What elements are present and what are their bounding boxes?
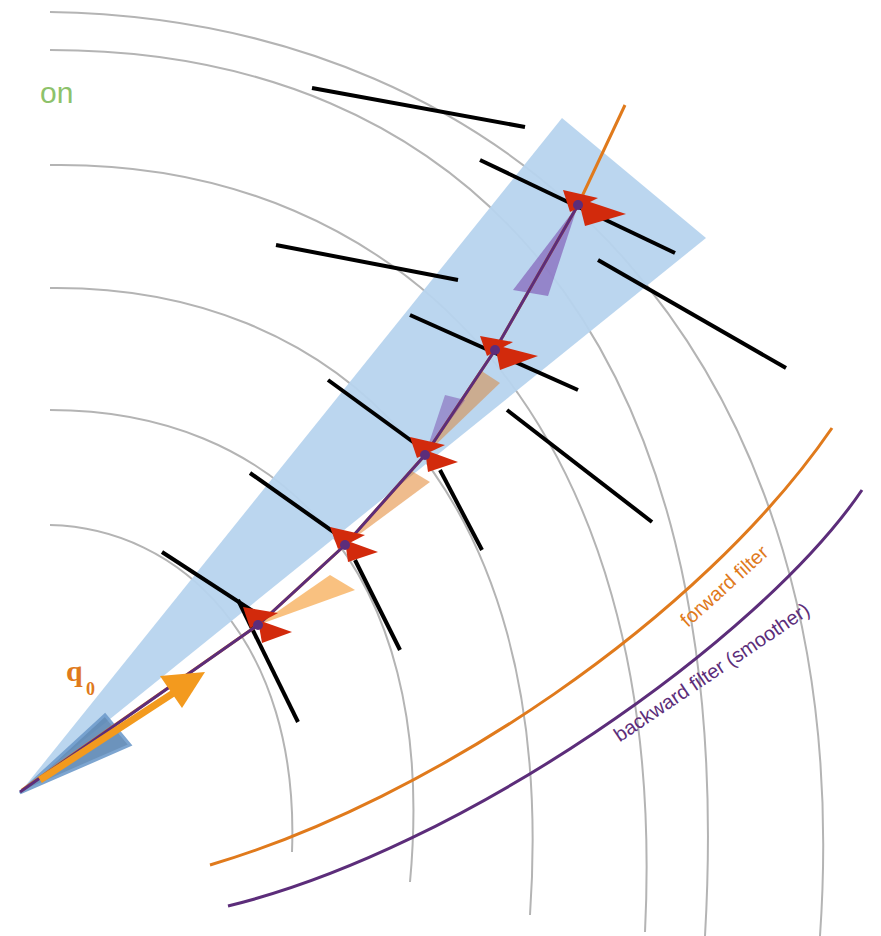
filter-cones — [258, 205, 578, 625]
forward-track — [22, 105, 625, 790]
parameter-subscript: 0 — [86, 680, 95, 698]
initial-parameter-arrow — [40, 690, 178, 780]
measurement-strips — [162, 88, 786, 722]
curve-label: backward filter (smoother) — [611, 599, 814, 745]
cut-off-heading: on — [40, 78, 73, 108]
smoothed-track — [20, 205, 578, 792]
hit-markers — [243, 190, 626, 643]
hit-dots — [253, 200, 583, 630]
backward-filter-curve — [228, 490, 862, 906]
parameter-symbol: q — [66, 656, 83, 686]
uncertainty-cone — [22, 118, 706, 790]
arrow-head — [160, 672, 205, 708]
detector-layers — [50, 12, 823, 936]
forward-filter-curve — [210, 428, 832, 865]
